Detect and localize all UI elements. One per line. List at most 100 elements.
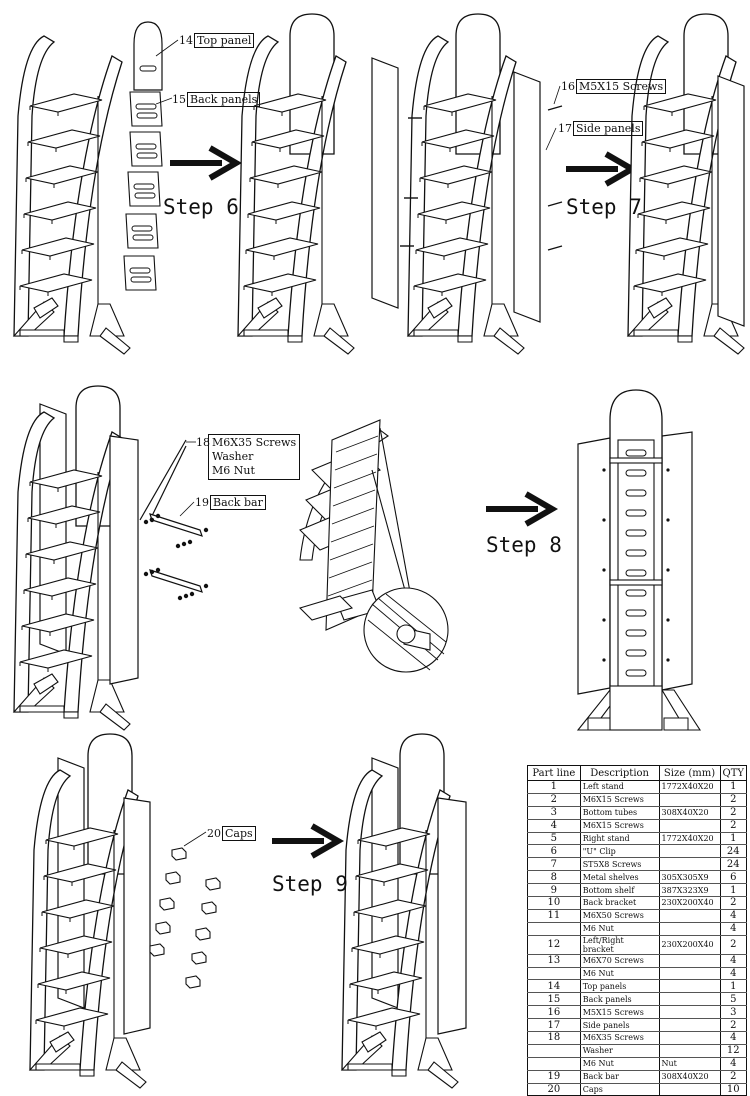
description-cell: Right stand	[579, 832, 660, 846]
qty-cell: 3	[719, 1005, 748, 1020]
part-line-cell: 15	[527, 992, 581, 1007]
back-panels-drawing	[123, 91, 163, 291]
size-cell	[658, 1018, 721, 1033]
leader-lines	[155, 39, 561, 847]
qty-cell: 12	[719, 1044, 748, 1058]
step9-arrow	[272, 826, 338, 856]
description-cell: Side panels	[579, 1018, 660, 1033]
part-line-cell: 10	[527, 896, 581, 910]
qty-cell: 4	[719, 1031, 748, 1045]
callout-number: 16	[561, 80, 575, 93]
qty-cell: 1	[719, 883, 748, 898]
description-cell: M6X70 Screws	[579, 954, 660, 968]
size-cell	[658, 857, 721, 872]
callout-hardware-box: M6X35 Screws Washer M6 Nut	[208, 434, 301, 480]
part-line-cell: 11	[527, 909, 581, 923]
qty-cell: 4	[719, 954, 748, 968]
callout-label: Back bar	[210, 495, 266, 510]
qty-cell: 4	[719, 1057, 748, 1071]
part-line-cell: 18	[527, 1031, 581, 1045]
qty-cell: 4	[719, 922, 748, 936]
callout-hardware-nut: M6 Nut	[212, 464, 255, 477]
detail-side-view-drawing	[298, 419, 449, 673]
step7-before-drawing	[371, 13, 563, 355]
size-cell	[658, 1044, 721, 1058]
callout-number: 17	[558, 122, 572, 135]
part-line-cell	[527, 967, 581, 981]
step6-before-drawing	[13, 35, 131, 355]
description-cell: Back bar	[579, 1070, 660, 1084]
description-cell: Back bracket	[579, 896, 660, 910]
callout-number: 15	[172, 93, 186, 106]
step6-arrow	[170, 148, 236, 178]
qty-cell: 4	[719, 967, 748, 981]
callout-hardware-screws: M6X35 Screws	[212, 436, 297, 449]
size-cell	[658, 979, 721, 994]
qty-cell: 24	[719, 844, 748, 859]
description-cell: Caps	[579, 1083, 660, 1096]
qty-cell: 1	[719, 832, 748, 846]
qty-cell: 2	[719, 1018, 748, 1033]
part-line-cell: 20	[527, 1083, 581, 1096]
description-cell: M6 Nut	[579, 1057, 660, 1071]
part-line-cell: 7	[527, 857, 581, 872]
step8-after-drawing	[576, 389, 702, 731]
size-cell	[658, 954, 721, 968]
part-line-cell: 3	[527, 806, 581, 820]
part-line-cell: 16	[527, 1005, 581, 1020]
qty-cell: 6	[719, 870, 748, 885]
header-part-line: Part line	[527, 765, 581, 781]
callout-number: 18	[196, 436, 210, 449]
size-cell	[658, 922, 721, 936]
callout-number: 14	[179, 34, 193, 47]
step-7-label: Step 7	[566, 195, 642, 219]
part-line-cell: 9	[527, 883, 581, 898]
callout-number: 20	[207, 827, 221, 840]
size-cell: 387X323X9	[658, 883, 721, 898]
description-cell: Top panels	[579, 979, 660, 994]
qty-cell: 2	[719, 896, 748, 910]
qty-cell: 2	[719, 819, 748, 833]
size-cell	[658, 844, 721, 859]
part-line-cell: 5	[527, 832, 581, 846]
description-cell: Bottom tubes	[579, 806, 660, 820]
step-6-label: Step 6	[163, 195, 239, 219]
size-cell: 308X40X20	[658, 806, 721, 820]
qty-cell: 5	[719, 992, 748, 1007]
part-line-cell: 6	[527, 844, 581, 859]
qty-cell: 2	[719, 1070, 748, 1084]
part-line-cell: 17	[527, 1018, 581, 1033]
description-cell: ST5X8 Screws	[579, 857, 660, 872]
step7-after-drawing	[627, 13, 745, 355]
qty-cell: 1	[719, 780, 748, 794]
qty-cell: 1	[719, 979, 748, 994]
description-cell: Bottom shelf	[579, 883, 660, 898]
callout-label: Top panel	[194, 33, 255, 48]
size-cell: 1772X40X20	[658, 780, 721, 794]
description-cell: M6X35 Screws	[579, 1031, 660, 1045]
part-line-cell: 14	[527, 979, 581, 994]
part-line-cell: 19	[527, 1070, 581, 1084]
header-qty: QTY	[719, 765, 748, 781]
description-cell: M5X15 Screws	[579, 1005, 660, 1020]
header-description: Description	[579, 765, 660, 781]
